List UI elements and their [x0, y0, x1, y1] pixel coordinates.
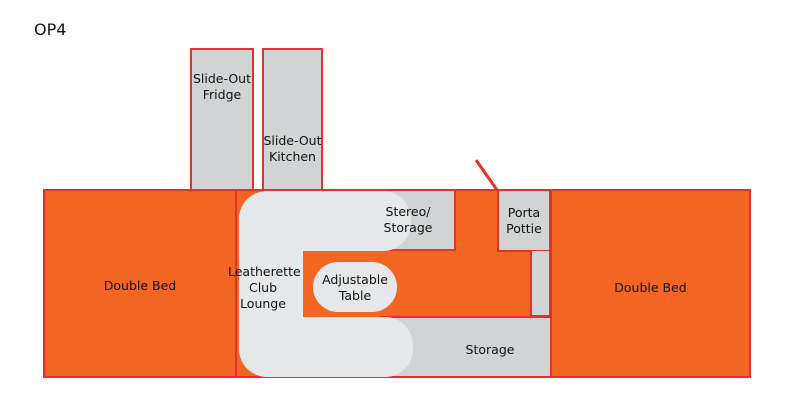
- table-label: Adjustable Table: [322, 272, 388, 303]
- door-icon: [474, 159, 499, 191]
- storage: Storage: [380, 316, 550, 376]
- fridge-label: Slide-Out Fridge: [192, 71, 252, 102]
- side-cabinet: [530, 251, 551, 317]
- storage-label: Storage: [465, 342, 515, 357]
- lounge-label: Leatherette Club Lounge: [228, 264, 301, 311]
- porta-pottie-label: Porta Pottie: [506, 205, 542, 236]
- slide-out-fridge: Slide-Out Fridge: [190, 48, 254, 191]
- adjustable-table: Adjustable Table: [313, 262, 397, 312]
- right-double-bed: Double Bed: [550, 189, 751, 378]
- slide-out-kitchen: Slide-Out Kitchen: [262, 48, 323, 191]
- lounge-fill: [254, 220, 303, 350]
- plan-title: OP4: [34, 20, 67, 39]
- left-double-bed: Double Bed: [43, 189, 237, 378]
- stereo-label: Stereo/ Storage: [383, 204, 433, 235]
- porta-pottie: Porta Pottie: [497, 189, 551, 252]
- right-bed-label: Double Bed: [614, 280, 687, 295]
- left-bed-label: Double Bed: [103, 278, 177, 293]
- kitchen-label: Slide-Out Kitchen: [263, 133, 322, 164]
